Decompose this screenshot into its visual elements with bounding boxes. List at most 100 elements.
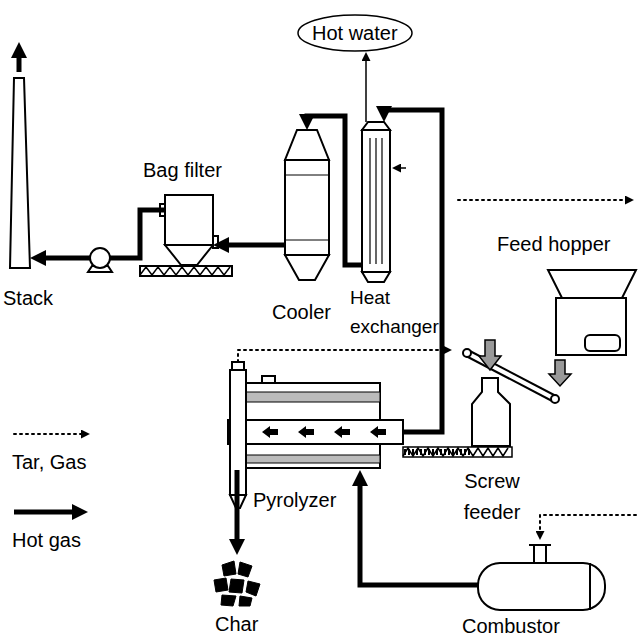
- combustor-vessel: [478, 545, 605, 610]
- equipment-label: Char: [215, 612, 258, 636]
- bag-filter-vessel: [165, 245, 213, 265]
- char-pile: [221, 595, 236, 606]
- tar-gas-line: [238, 350, 448, 362]
- pyrolyzer-kiln: [262, 376, 275, 383]
- legend-sample: [14, 510, 80, 515]
- char-pile: [238, 562, 252, 577]
- tar-gas-line: [238, 200, 636, 536]
- heat-exchanger-column: [369, 138, 370, 264]
- heat-exchanger-column: [396, 167, 406, 169]
- heat-exchanger-column: [362, 272, 390, 282]
- heat-exchanger-column: [362, 122, 390, 130]
- stream-label: Hot water: [312, 21, 398, 45]
- combustor-vessel: [534, 545, 546, 563]
- equipment-label: Stack: [3, 286, 53, 310]
- belt-conveyor: [479, 340, 501, 370]
- heat-exchanger-column: [362, 130, 390, 272]
- heat-exchanger-column: [362, 122, 406, 282]
- belt-conveyor: [463, 340, 571, 403]
- stack: Stack: [10, 78, 30, 268]
- screw-conveyor: [403, 449, 470, 455]
- legend-entry: Hot gas: [12, 502, 98, 552]
- pyrolyzer-kiln: [228, 420, 403, 444]
- stack-chimney: [10, 78, 30, 268]
- char-pile: [214, 561, 260, 606]
- cooler-vessel: [285, 175, 329, 176]
- pyrolyzer-kiln: [370, 426, 386, 438]
- feed-hopper-vessel: [548, 270, 636, 298]
- pyrolyzer-kiln: [262, 426, 386, 438]
- combustor-vessel: [478, 563, 605, 610]
- equipment-label: Combustor: [462, 614, 560, 638]
- heat-exchanger-column: [375, 138, 376, 264]
- char-pile: [246, 581, 260, 596]
- cooler-vessel: [285, 130, 329, 160]
- pyrolyzer: Pyrolyzer: [228, 370, 403, 470]
- feed-hopper: Feed hopper: [548, 270, 636, 358]
- legend-sample: [12, 502, 98, 522]
- hot-gas-line: [235, 470, 240, 547]
- equipment-label: Screw feeder: [452, 466, 532, 528]
- hot-gas-line: [360, 478, 478, 585]
- water-line: [365, 56, 367, 122]
- cooler-vessel: [285, 255, 329, 280]
- equipment-label: Pyrolyzer: [253, 488, 336, 512]
- screw-feeder-body: [403, 447, 512, 457]
- combustor: Combustor: [478, 555, 608, 611]
- cooler-vessel: [285, 160, 329, 255]
- belt-conveyor: [463, 349, 471, 357]
- hot-gas-line: [384, 110, 442, 432]
- tar-gas-line: [458, 199, 630, 201]
- exhaust-fan: [88, 248, 112, 272]
- feed-hopper-vessel: [548, 270, 636, 355]
- cooler: Cooler: [285, 130, 329, 280]
- pyrolyzer-kiln: [228, 362, 403, 508]
- stream-ellipse: Hot water: [297, 14, 413, 52]
- cooler-vessel: [285, 130, 329, 280]
- screw-feeder-body: [403, 448, 508, 456]
- pyrolyzer-kiln: [262, 426, 278, 438]
- pyrolyzer-kiln: [246, 392, 380, 402]
- feed-hopper-vessel: [556, 298, 626, 355]
- heat-exchanger: Heat exchanger: [362, 122, 390, 282]
- belt-conveyor: [551, 395, 559, 403]
- bag-filter-vessel: [140, 266, 232, 276]
- heat-exchanger-column: [381, 138, 382, 264]
- stream-ellipse-outline: [298, 15, 412, 51]
- pyrolyzer-kiln: [246, 455, 380, 463]
- equipment-label: Cooler: [272, 300, 331, 324]
- screw-feeder: Screw feeder: [470, 378, 512, 458]
- combustor-vessel: [529, 544, 551, 546]
- cooler-vessel: [285, 240, 329, 241]
- bag-filter-vessel: [165, 195, 213, 245]
- hot-gas-line: [307, 116, 362, 265]
- char-output: Char: [212, 555, 262, 607]
- feed-hopper-vessel: [585, 335, 620, 351]
- pyrolyzer-kiln: [298, 426, 314, 438]
- bag-filter: Bag filter: [165, 195, 213, 265]
- char-pile: [239, 596, 252, 606]
- legend-sample: [14, 433, 86, 435]
- combustor-vessel: [589, 563, 591, 610]
- legend-text: Hot gas: [12, 528, 98, 552]
- screw-feeder-body: [403, 378, 512, 457]
- stack-chimney: [17, 50, 22, 72]
- bag-filter-vessel: [140, 195, 232, 276]
- legend-text: Tar, Gas: [12, 450, 98, 474]
- hot-gas-line: [221, 243, 285, 248]
- pyrolyzer-kiln: [232, 362, 244, 370]
- equipment-label: Bag filter: [143, 158, 222, 182]
- char-pile: [222, 561, 236, 576]
- equipment-label: Feed hopper: [497, 232, 610, 256]
- char-pile: [229, 579, 244, 593]
- stack-chimney: [10, 50, 30, 268]
- pyrolyzer-kiln: [334, 426, 350, 438]
- equipment-label: Heat exchanger: [350, 283, 442, 342]
- bag-filter-vessel: [213, 236, 218, 248]
- exhaust-fan: [90, 248, 110, 268]
- screw-feeder-body: [472, 378, 510, 446]
- belt-conveyor: [549, 360, 571, 386]
